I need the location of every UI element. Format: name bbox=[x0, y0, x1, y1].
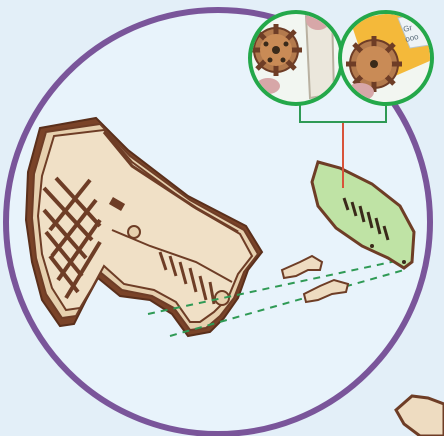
side-plate-hole bbox=[370, 244, 374, 248]
pivot-pin bbox=[128, 226, 140, 238]
callout-gear-sticker: Gr ooo bbox=[340, 8, 436, 104]
callout-gear-glue bbox=[250, 10, 342, 104]
side-plate-hole bbox=[402, 260, 406, 264]
partial-wooden-piece bbox=[396, 396, 444, 436]
gear bbox=[346, 36, 402, 92]
